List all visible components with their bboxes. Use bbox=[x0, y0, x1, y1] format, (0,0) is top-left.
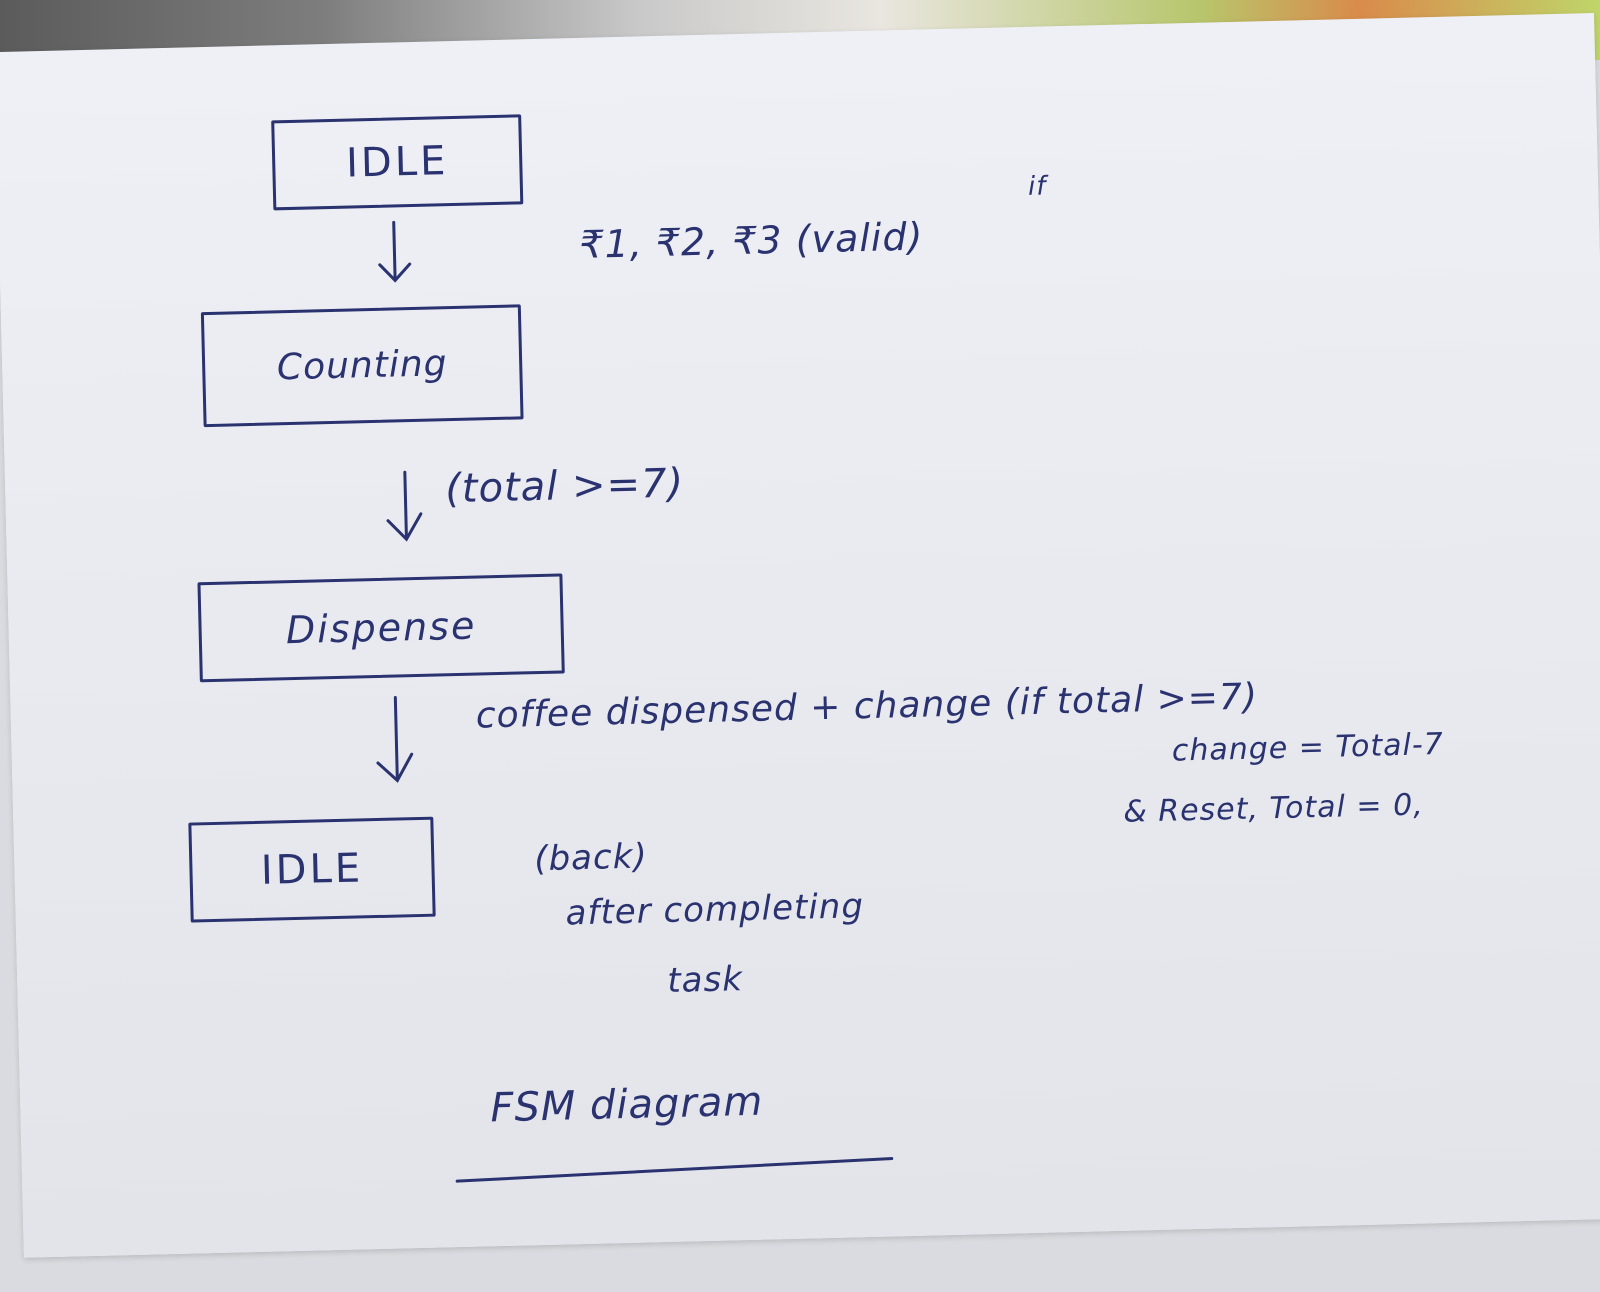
arrow-dispense-to-idle bbox=[393, 696, 399, 780]
state-label: IDLE bbox=[260, 845, 364, 894]
state-label: IDLE bbox=[345, 138, 449, 187]
transition-change-formula: change = Total-7 bbox=[1171, 726, 1445, 769]
state-dispense: Dispense bbox=[197, 573, 565, 683]
state-counting: Counting bbox=[200, 304, 524, 428]
transition-label-counting-to-dispense: (total >=7) bbox=[444, 460, 685, 513]
transition-note-if: if bbox=[1027, 171, 1047, 202]
arrow-counting-to-dispense bbox=[403, 470, 408, 539]
state-label: Dispense bbox=[285, 603, 477, 653]
arrow-idle-to-counting bbox=[392, 220, 397, 279]
paper-sheet: IDLE Counting Dispense IDLE ₹1, ₹2, ₹3 (… bbox=[0, 13, 1600, 1258]
idle-note-back: (back) bbox=[533, 836, 649, 880]
transition-reset-note: & Reset, Total = 0, bbox=[1122, 787, 1425, 830]
idle-note-after-completing: after completing bbox=[565, 886, 865, 934]
arrows-layer bbox=[376, 220, 894, 1183]
diagram-caption: FSM diagram bbox=[489, 1078, 764, 1132]
transition-label-idle-to-counting: ₹1, ₹2, ₹3 (valid) bbox=[578, 214, 924, 267]
state-idle-bottom: IDLE bbox=[188, 816, 436, 923]
idle-note-task: task bbox=[666, 959, 744, 1001]
state-label: Counting bbox=[276, 343, 448, 389]
state-idle-top: IDLE bbox=[271, 114, 524, 211]
caption-underline bbox=[455, 1157, 894, 1183]
